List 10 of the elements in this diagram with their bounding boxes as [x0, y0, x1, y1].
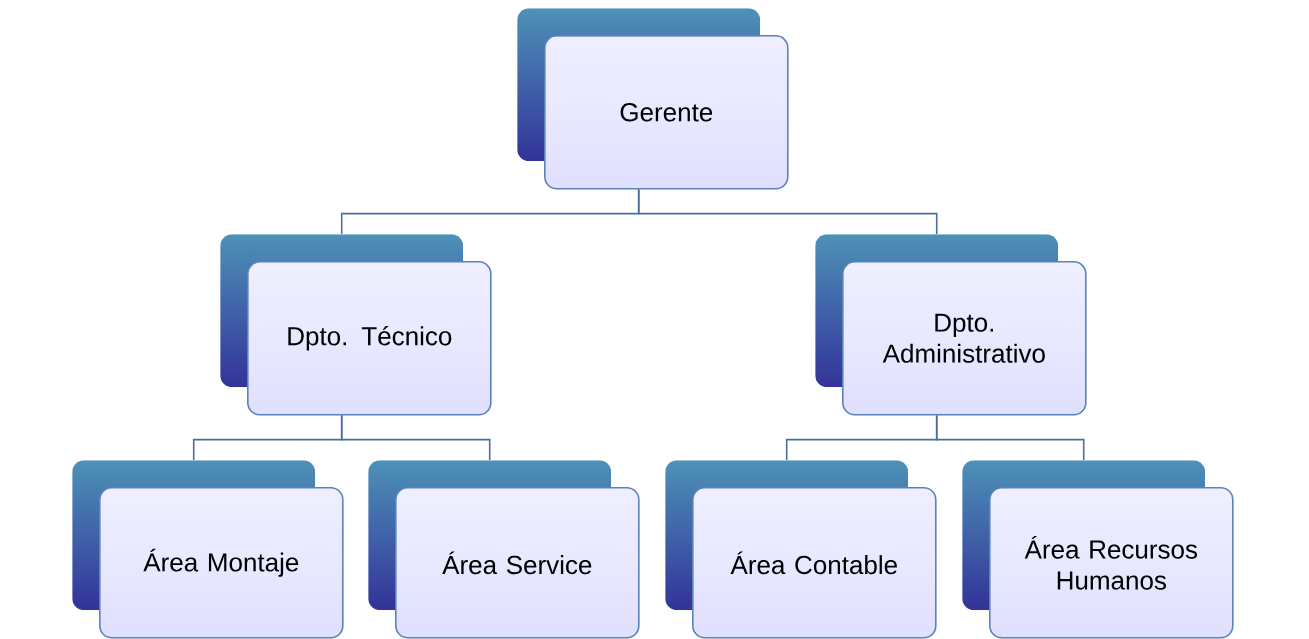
- org-box: Dpto. Administrativo: [842, 261, 1087, 416]
- org-box: Área Service: [395, 487, 640, 639]
- org-box: Gerente: [544, 35, 789, 190]
- org-box: Área Montaje: [99, 487, 344, 639]
- connector-line: [935, 414, 1085, 461]
- org-box: Área Recursos Humanos: [989, 487, 1234, 639]
- connector-line: [340, 414, 491, 461]
- org-box: Área Contable: [692, 487, 937, 639]
- org-box: Dpto. Técnico: [247, 261, 492, 416]
- connector-line: [637, 188, 938, 235]
